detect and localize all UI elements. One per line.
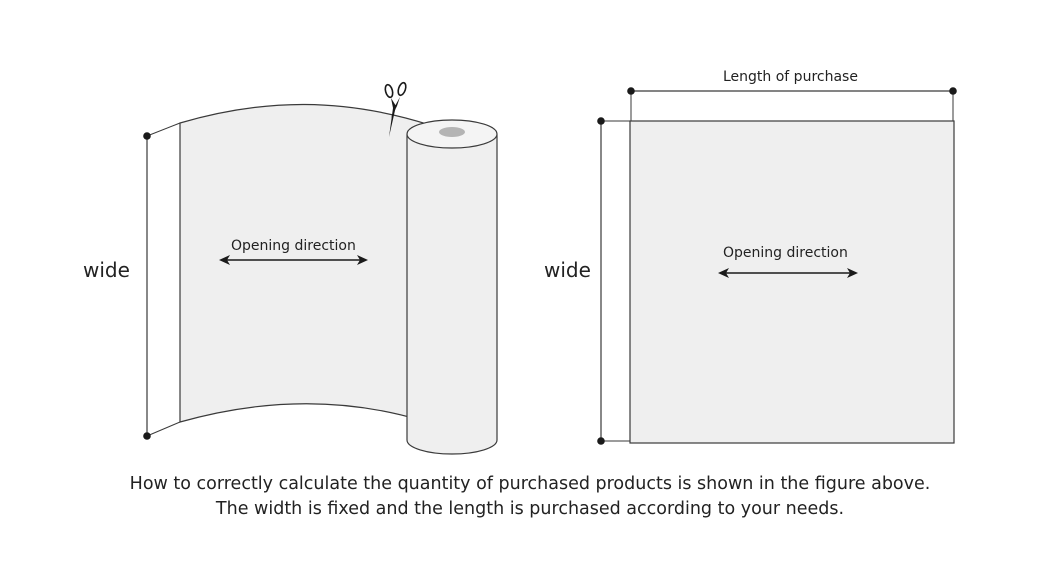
- scissors-icon: [384, 81, 407, 137]
- unrolled-sheet: [179, 103, 431, 423]
- right-panel: [597, 87, 957, 445]
- right-direction-arrow: [718, 268, 858, 278]
- roll-core: [439, 127, 465, 137]
- length-label: Length of purchase: [723, 69, 858, 85]
- left-direction-label: Opening direction: [231, 238, 356, 254]
- caption-line-1: How to correctly calculate the quantity …: [129, 474, 931, 494]
- right-width-label: wide: [544, 258, 591, 282]
- left-width-label: wide: [83, 258, 130, 282]
- left-panel: [143, 81, 498, 455]
- caption: How to correctly calculate the quantity …: [0, 472, 1060, 522]
- left-width-dimension: [143, 122, 181, 440]
- length-dimension: [627, 87, 957, 121]
- right-width-dimension: [597, 117, 630, 445]
- left-direction-arrow: [219, 255, 368, 265]
- caption-line-2: The width is fixed and the length is pur…: [215, 499, 845, 519]
- roll-body: [406, 134, 498, 455]
- right-direction-label: Opening direction: [723, 245, 848, 261]
- flat-sheet: [629, 120, 955, 444]
